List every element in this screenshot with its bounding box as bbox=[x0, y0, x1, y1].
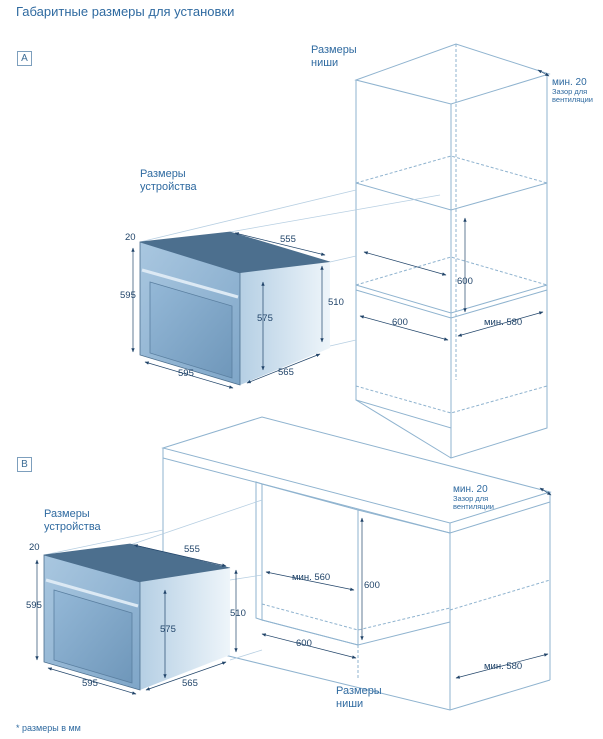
section-a-badge: A bbox=[17, 51, 32, 66]
dim-b-inner-height: 575 bbox=[160, 624, 176, 635]
dim-a-height-front: 595 bbox=[120, 290, 136, 301]
gap-note-b: Зазор для вентиляции bbox=[453, 494, 494, 511]
oven-a bbox=[139, 231, 331, 386]
page-title: Габаритные размеры для установки bbox=[16, 4, 235, 19]
dim-b-depth-top: 555 bbox=[184, 544, 200, 555]
dim-a-niche-depth: мин. 580 bbox=[484, 317, 523, 328]
dim-a-depth-bottom: 565 bbox=[278, 367, 294, 378]
section-b-badge: B bbox=[17, 457, 32, 472]
footnote: * размеры в мм bbox=[16, 723, 81, 733]
gap-min-b: мин. 20 bbox=[453, 484, 488, 495]
gap-min-a: мин. 20 bbox=[552, 77, 587, 88]
gap-note-a: Зазор для вентиляции bbox=[552, 87, 593, 104]
projection-lines-a bbox=[139, 189, 441, 347]
niche-label-a: Размеры ниши bbox=[311, 44, 357, 69]
dim-b-depth-bottom: 565 bbox=[182, 678, 198, 689]
dim-a-niche-height: 600 bbox=[457, 276, 473, 287]
dim-b-top-gap: 20 bbox=[29, 542, 40, 553]
device-label-a: Размеры устройства bbox=[140, 168, 197, 193]
dim-b-niche-width: 600 bbox=[296, 638, 312, 649]
dim-b-niche-depth: мин. 580 bbox=[484, 661, 523, 672]
niche-label-b: Размеры ниши bbox=[336, 685, 382, 710]
dim-a-width: 595 bbox=[178, 368, 194, 379]
dim-b-height-front: 595 bbox=[26, 600, 42, 611]
dim-a-top-gap: 20 bbox=[125, 232, 136, 243]
dim-b-width: 595 bbox=[82, 678, 98, 689]
device-label-b: Размеры устройства bbox=[44, 508, 101, 533]
niche-column-a bbox=[354, 43, 551, 459]
dimension-lines-a bbox=[131, 69, 550, 389]
dim-b-side-height: 510 bbox=[230, 608, 246, 619]
dim-a-niche-width: 600 bbox=[392, 317, 408, 328]
dim-a-inner-height: 575 bbox=[257, 313, 273, 324]
dim-b-niche-inner-width: мин. 560 bbox=[292, 572, 331, 583]
dim-b-niche-height: 600 bbox=[364, 580, 380, 591]
dim-a-side-height: 510 bbox=[328, 297, 344, 308]
dimension-lines-b bbox=[35, 487, 552, 695]
dim-a-depth-top: 555 bbox=[280, 234, 296, 245]
oven-b bbox=[43, 543, 231, 691]
